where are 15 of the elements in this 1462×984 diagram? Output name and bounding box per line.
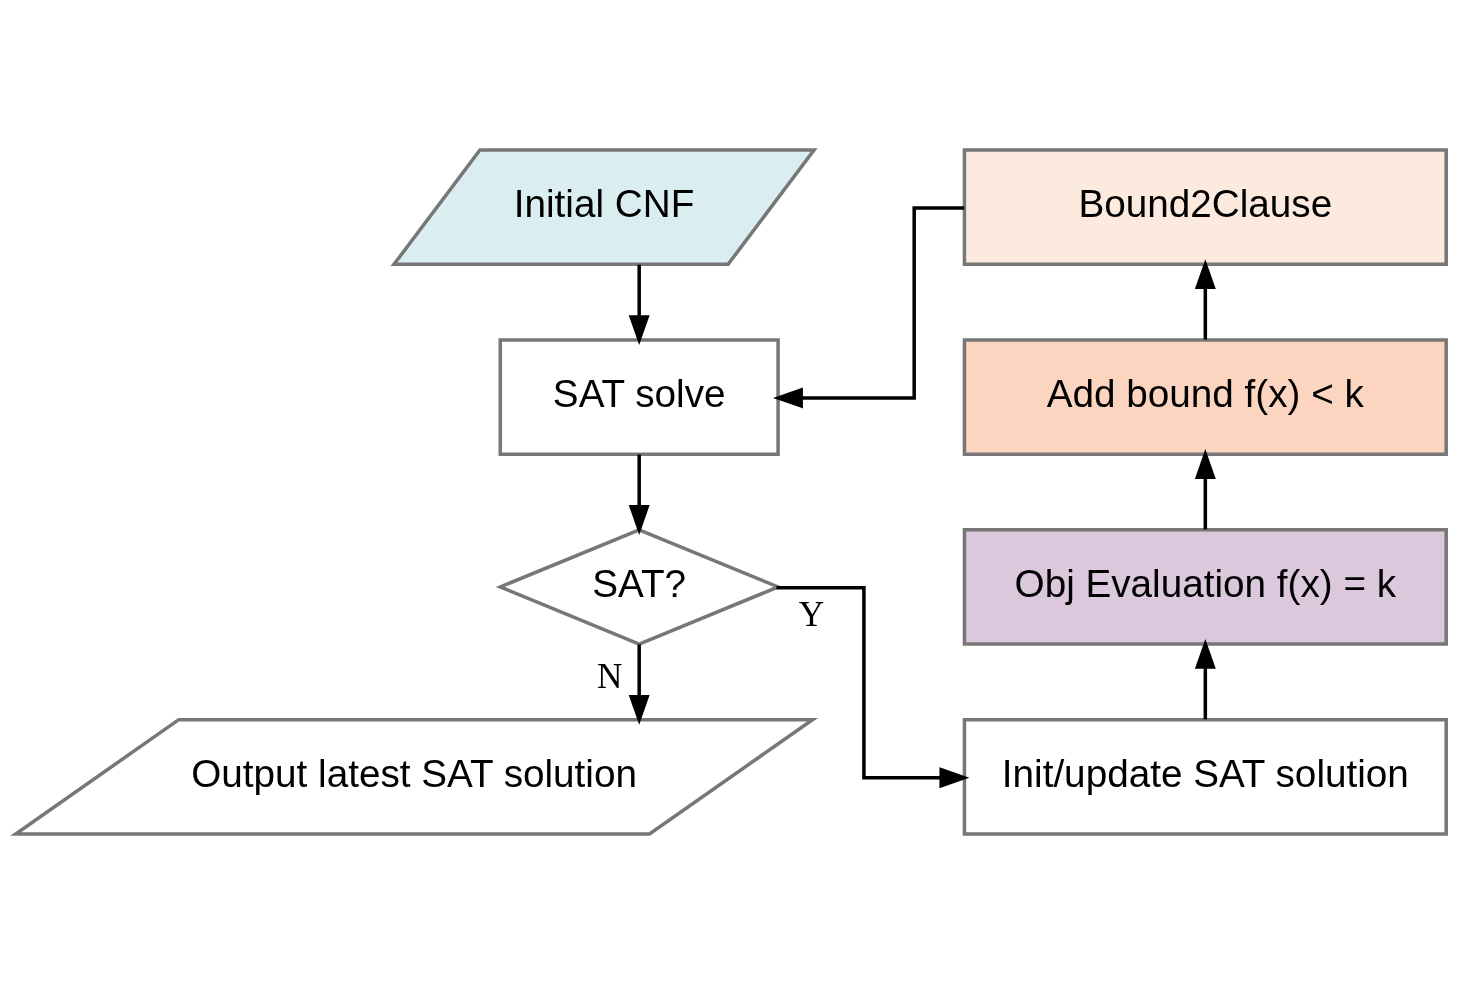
arrow — [628, 644, 650, 725]
arrow — [1194, 449, 1216, 530]
node-box: Obj Evaluation f(x) = k — [962, 528, 1448, 646]
arrow — [772, 206, 965, 409]
arrow — [776, 586, 970, 789]
arrow — [1194, 638, 1216, 720]
node-box: Bound2Clause — [962, 148, 1448, 267]
edge-label: N — [597, 657, 623, 697]
node-box: Init/update SAT solution — [962, 717, 1448, 836]
node-box: Add bound f(x) < k — [962, 338, 1448, 456]
arrow — [628, 264, 650, 346]
arrow — [1194, 259, 1216, 340]
edge-label: Y — [798, 594, 825, 634]
node-box: SAT solve — [498, 338, 780, 456]
arrow — [628, 454, 650, 535]
